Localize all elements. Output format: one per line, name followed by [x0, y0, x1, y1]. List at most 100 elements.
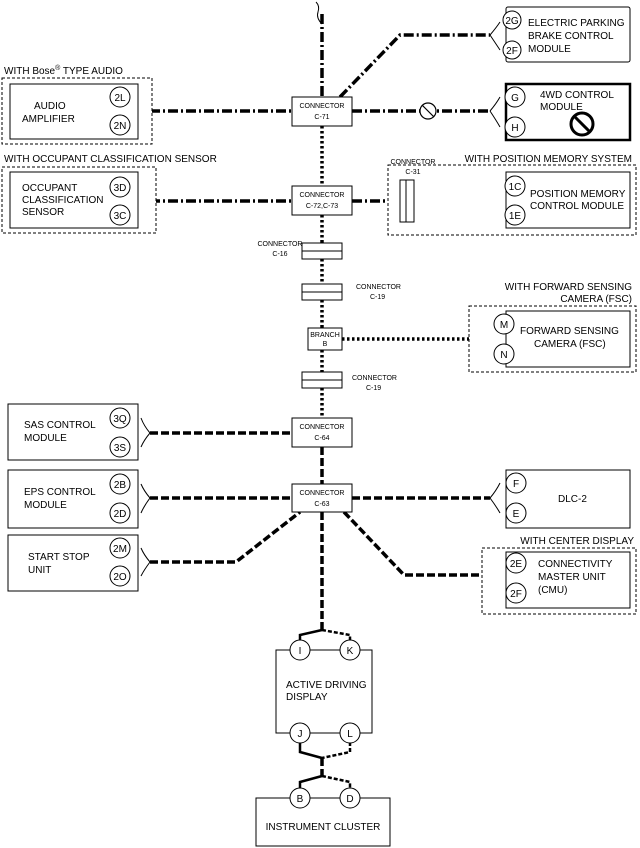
fourwd-box [504, 82, 632, 142]
sas-title-2: MODULE [24, 433, 67, 444]
wire-display-j [298, 742, 323, 760]
fourwd-pin-g-label: G [511, 93, 519, 104]
cmu-title-1: CONNECTIVITY [538, 559, 613, 570]
instrument-cluster-pin-d [339, 787, 361, 809]
fork-dlc [489, 482, 501, 514]
camera-pin-m [493, 313, 515, 335]
camera-pin-n-label: N [500, 350, 507, 361]
connector-c64-box [291, 417, 353, 448]
active-display: I K ACTIVE DRIVING DISPLAY J L [275, 639, 373, 744]
instrument-cluster-box [255, 797, 391, 847]
occupant-title-3: SENSOR [22, 207, 64, 218]
audio-group: WITH Bose® TYPE AUDIO AUDIO AMPLIFIER 2L… [1, 64, 153, 145]
fourwd-title-1: 4WD CONTROL [540, 90, 614, 101]
not-applicable-icon [419, 102, 437, 120]
occupant-pin-3c-label: 3C [114, 211, 127, 222]
cmu-pin-2e [505, 552, 527, 574]
epb-title-3: MODULE [528, 44, 571, 55]
sas-pin-3q-label: 3Q [113, 414, 127, 425]
dlc-title: DLC-2 [558, 494, 587, 505]
startstop-pin-2m-label: 2M [113, 544, 127, 555]
connector-c71: CONNECTOR C-71 [291, 96, 353, 127]
epb-box [505, 6, 631, 63]
active-display-pin-i [289, 639, 311, 661]
connector-c31-right [405, 179, 415, 223]
occupant-pin-3d-label: 3D [114, 183, 127, 194]
wire-cluster-b [298, 774, 323, 789]
instrument-cluster: B D INSTRUMENT CLUSTER [255, 787, 391, 847]
prohibited-icon [569, 111, 595, 137]
cmu-group: WITH CENTER DISPLAY 2E 2F CONNECTIVITY M… [481, 536, 637, 615]
cmu-pin-2e-label: 2E [510, 559, 523, 570]
cmu-pin-2f [505, 582, 527, 604]
active-display-pin-l [339, 722, 361, 744]
audio-pin-2l-label: 2L [114, 93, 126, 104]
position-module-box [505, 171, 631, 229]
audio-title-2: AMPLIFIER [22, 114, 75, 125]
epb-module: 2G 2F ELECTRIC PARKING BRAKE CONTROL MOD… [502, 6, 631, 63]
epb-title-2: BRAKE CONTROL [528, 31, 614, 42]
dlc-box [505, 469, 631, 529]
fourwd-pin-g [504, 86, 526, 108]
sas-pin-3s-label: 3S [114, 443, 127, 454]
connector-c19-upper: CONNECTOR C-19 [301, 283, 401, 301]
position-conn-label-1: CONNECTOR [391, 159, 436, 166]
fork-4wd [489, 96, 501, 128]
wire-display-l [321, 742, 352, 760]
connector-c19-lower-label-1: CONNECTOR [352, 375, 397, 382]
position-title-1: POSITION MEMORY [530, 189, 626, 200]
fourwd-pin-h-label: H [511, 123, 518, 134]
active-display-pin-l-label: L [347, 729, 353, 740]
connector-c16: CONNECTOR C-16 [258, 241, 343, 260]
fork-epb [489, 21, 501, 51]
connector-c72-c73: CONNECTOR C-72,C-73 [291, 185, 353, 216]
wire-display-k [321, 628, 352, 641]
fork-sas [140, 417, 151, 448]
audio-title-1: AUDIO [34, 101, 66, 112]
occupant-title-1: OCCUPANT [22, 183, 77, 194]
fourwd-module: G H 4WD CONTROL MODULE [504, 82, 632, 142]
connector-c72-label-1: CONNECTOR [300, 192, 345, 199]
sas-pin-3q [109, 407, 131, 429]
wire-display-i [298, 628, 323, 641]
dlc-pin-f [505, 472, 527, 494]
startstop-module: START STOP UNIT 2M 2O [7, 534, 139, 592]
cmu-title-3: (CMU) [538, 585, 567, 596]
connector-c72-label-2: C-72,C-73 [306, 203, 338, 210]
instrument-cluster-pin-d-label: D [346, 794, 353, 805]
position-pin-1e-label: 1E [509, 211, 522, 222]
fourwd-pin-h [504, 116, 526, 138]
branch-b: BRANCH B [307, 327, 343, 351]
branch-b-label-1: BRANCH [310, 332, 340, 339]
position-pin-1c [504, 175, 526, 197]
startstop-title-1: START STOP [28, 552, 90, 563]
cmu-box [505, 551, 631, 609]
startstop-pin-2m [109, 537, 131, 559]
dlc-module: F E DLC-2 [505, 469, 631, 529]
connector-c71-box [291, 96, 353, 127]
camera-caption-2: CAMERA (FSC) [560, 294, 632, 305]
instrument-cluster-pin-b [289, 787, 311, 809]
eps-module: EPS CONTROL MODULE 2B 2D [7, 469, 139, 529]
camera-title-2: CAMERA (FSC) [534, 339, 606, 350]
connector-c63: CONNECTOR C-63 [291, 483, 353, 513]
eps-pin-2b [109, 473, 131, 495]
branch-b-label-2: B [323, 341, 328, 348]
active-display-title-2: DISPLAY [286, 692, 328, 703]
connector-c16-label-2: C-16 [272, 251, 287, 258]
connector-c64-label-2: C-64 [314, 435, 329, 442]
connector-c19-lower-label-2: C-19 [366, 385, 381, 392]
cmu-title-2: MASTER UNIT [538, 572, 606, 583]
active-display-title-1: ACTIVE DRIVING [286, 680, 367, 691]
camera-group: WITH FORWARD SENSING CAMERA (FSC) M N FO… [468, 282, 637, 373]
eps-pin-2d-label: 2D [114, 509, 127, 520]
camera-caption-1: WITH FORWARD SENSING [505, 282, 632, 293]
eps-title-1: EPS CONTROL [24, 487, 96, 498]
cmu-pin-2f-label: 2F [510, 589, 522, 600]
occupant-group: WITH OCCUPANT CLASSIFICATION SENSOR OCCU… [1, 154, 217, 234]
connector-c64: CONNECTOR C-64 [291, 417, 353, 448]
wire-cluster-d [321, 774, 352, 789]
startstop-pin-2o [109, 565, 131, 587]
active-display-pin-k-label: K [347, 646, 354, 657]
instrument-cluster-pin-b-label: B [297, 794, 304, 805]
